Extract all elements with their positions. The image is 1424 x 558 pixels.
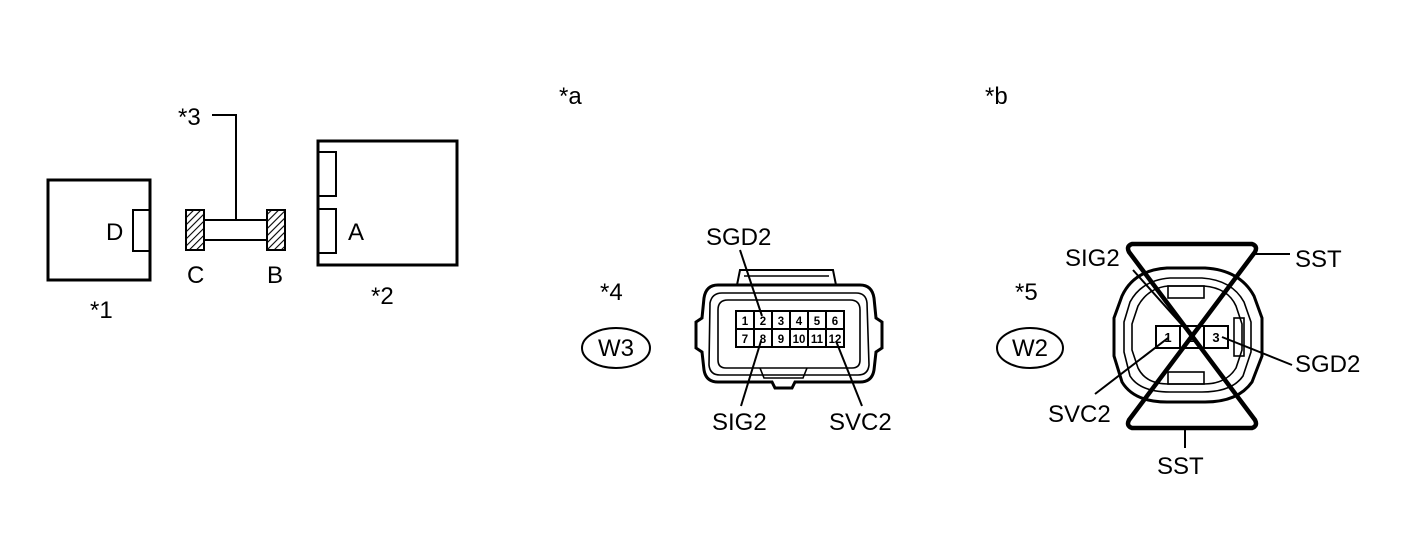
w2-leader-svc2 (1094, 337, 1169, 395)
w3-pin-12: 12 (829, 334, 842, 346)
w2-leader-sig2 (1132, 269, 1191, 335)
w2-label-sst-top: SST (1295, 246, 1342, 273)
w3-pin-10: 10 (793, 334, 806, 346)
w2-badge: W2 (996, 327, 1064, 369)
port-d-socket (132, 209, 151, 252)
w3-label-sgd2: SGD2 (706, 224, 771, 251)
callout-3: *3 (178, 104, 201, 131)
port-upper-socket (317, 151, 337, 197)
w3-pin-4: 4 (796, 316, 803, 328)
w2-label-sig2: SIG2 (1065, 245, 1120, 272)
component-1: D *1 (46, 178, 152, 324)
w3-pin-9: 9 (778, 334, 784, 346)
w3-label-svc2: SVC2 (829, 409, 892, 436)
port-a-label: A (348, 219, 364, 246)
leader-3 (212, 114, 237, 220)
w2-housing (1112, 266, 1264, 404)
w3-housing (694, 283, 884, 390)
w3-label-sig2: SIG2 (712, 409, 767, 436)
w3-pin-3: 3 (778, 316, 784, 328)
port-a-socket (317, 208, 337, 254)
w2-pin-3: 3 (1212, 330, 1219, 345)
w3-pin-5: 5 (814, 316, 821, 328)
port-c-label: C (187, 262, 204, 289)
component-2: A *2 (316, 139, 459, 310)
w2-leader-sgd2 (1221, 336, 1293, 366)
w3-pin-1: 1 (742, 316, 749, 328)
w3-pin-11: 11 (811, 334, 824, 346)
w2-label-svc2: SVC2 (1048, 401, 1111, 428)
plug-c (185, 209, 205, 251)
plug-b (266, 209, 286, 251)
w3-badge-label: W3 (598, 335, 634, 362)
w2-label-sst-bottom: SST (1157, 453, 1204, 480)
w2-label-sgd2: SGD2 (1295, 351, 1360, 378)
w2-pin-box (1155, 325, 1229, 349)
w3-latch (736, 269, 837, 286)
view-b-label: *b (985, 83, 1008, 110)
callout-5: *5 (1015, 279, 1038, 306)
callout-1: *1 (90, 297, 113, 324)
w3-leader-sgd2 (739, 249, 763, 317)
callout-4: *4 (600, 279, 623, 306)
callout-2: *2 (371, 283, 394, 310)
view-a-label: *a (559, 83, 582, 110)
w3-pin-8: 8 (760, 334, 767, 346)
component-3-cable: *3 C B (178, 104, 286, 289)
w3-pin-7: 7 (742, 334, 748, 346)
w2-pin-1: 1 (1164, 330, 1171, 345)
w3-pin-6: 6 (832, 316, 838, 328)
w3-leader-svc2 (835, 340, 863, 407)
port-d-label: D (106, 219, 123, 246)
w2-connector: 1 2 3 SIG2 SST SGD2 SVC2 SST (1048, 241, 1360, 480)
w2-badge-label: W2 (1012, 335, 1048, 362)
w3-connector: 1 2 3 4 5 6 7 8 9 10 11 12 SGD2 SIG2 SVC… (694, 224, 892, 436)
w3-pin-2: 2 (760, 316, 766, 328)
w3-badge: W3 (581, 327, 651, 369)
w3-leader-sig2 (740, 340, 762, 407)
sst-probe-top (1125, 241, 1259, 339)
sst-probe-bottom (1125, 333, 1259, 431)
port-b-label: B (267, 262, 283, 289)
